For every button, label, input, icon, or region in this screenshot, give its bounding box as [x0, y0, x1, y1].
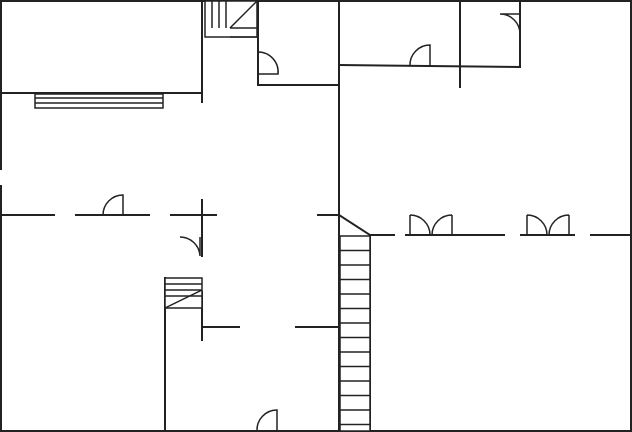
door-openings	[0, 170, 590, 237]
door-6	[499, 13, 521, 35]
stair-left	[164, 277, 203, 309]
door-7	[409, 214, 431, 236]
door-1	[102, 194, 124, 216]
door-2	[179, 236, 201, 257]
stair-top	[204, 0, 258, 38]
door-10	[548, 214, 570, 236]
door-3	[257, 51, 279, 75]
stair-main	[339, 235, 371, 432]
door-4	[256, 409, 278, 432]
door-9	[526, 214, 548, 236]
closet-shelf	[34, 93, 164, 109]
door-5	[409, 44, 431, 67]
doors	[102, 13, 570, 432]
door-8	[431, 214, 453, 236]
